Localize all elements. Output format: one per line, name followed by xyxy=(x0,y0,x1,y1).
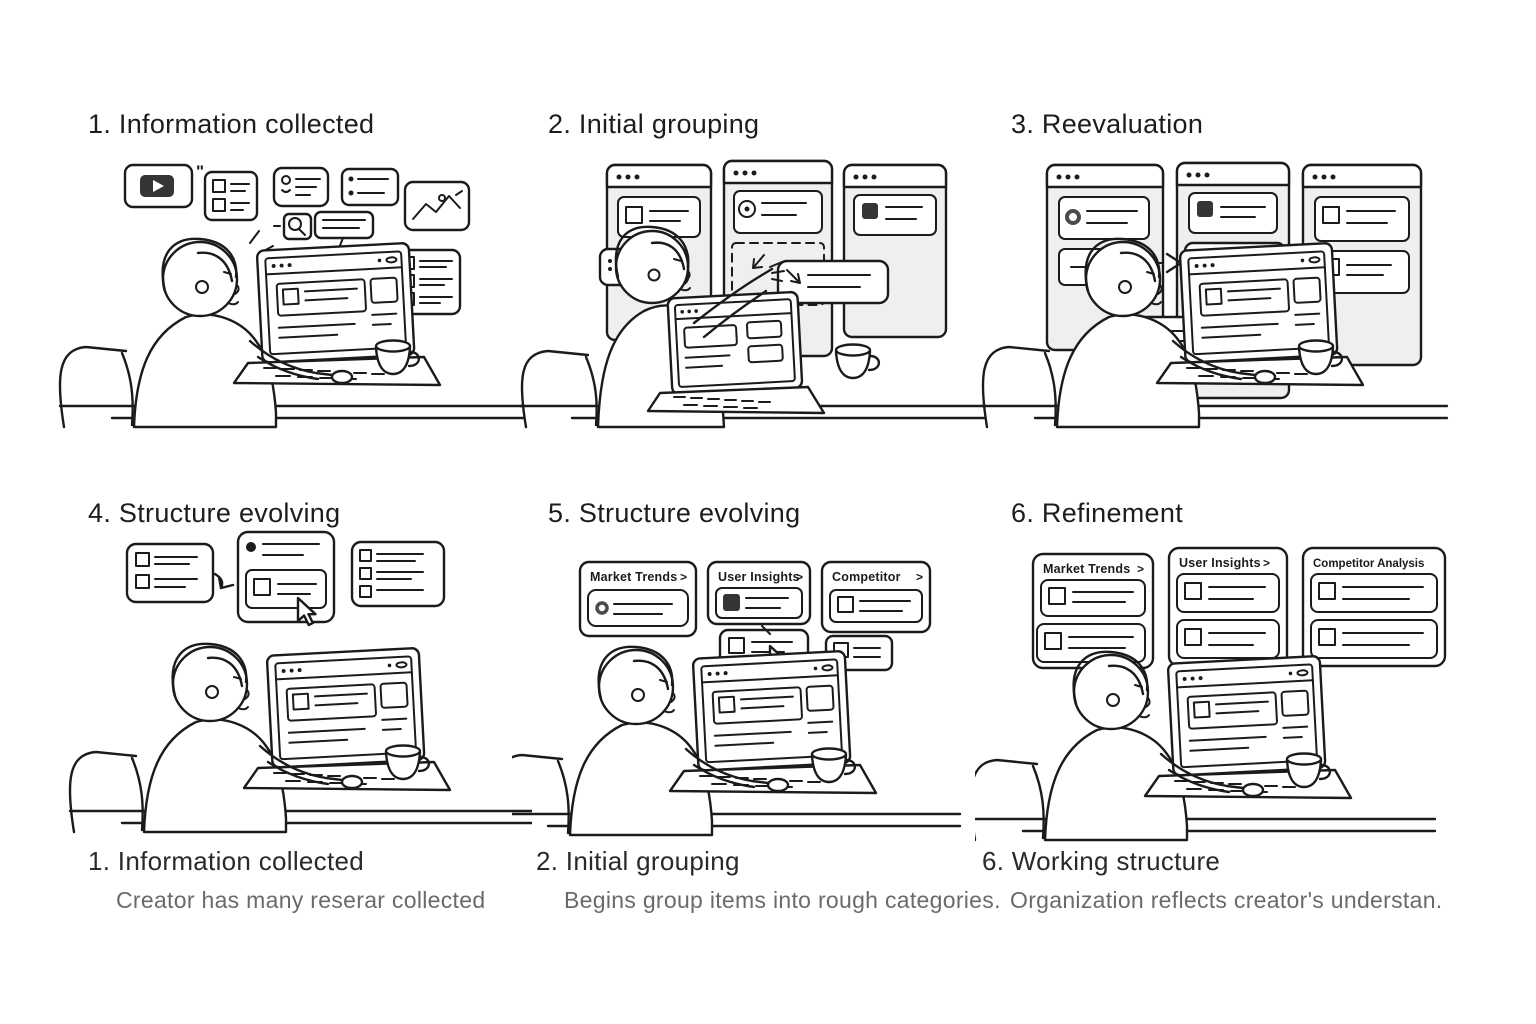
category-label: Competitor xyxy=(832,570,901,584)
raised-arm xyxy=(692,261,785,339)
panel-reevaluation: 3. Reevaluation xyxy=(975,95,1475,440)
chevron-right-icon: > xyxy=(796,570,803,584)
panel-6-title: 6. Refinement xyxy=(1011,498,1183,528)
floating-card-chart xyxy=(403,180,471,232)
person-at-laptop-scene xyxy=(512,647,960,835)
card-checklist-left xyxy=(125,542,215,604)
floating-card-bullets xyxy=(340,167,400,207)
category-label: Market Trends xyxy=(1043,562,1130,576)
laptop xyxy=(646,290,826,415)
category-label: User Insights xyxy=(718,570,800,584)
category-card-market-trends: Market Trends > xyxy=(1031,552,1155,670)
search-box-icon xyxy=(273,212,313,241)
chevron-right-icon: > xyxy=(916,570,923,584)
note-bubble xyxy=(313,210,375,249)
coffee-cup-icon xyxy=(834,343,881,380)
panel-1-illustration: " xyxy=(52,162,532,440)
panel-6-illustration: Market Trends > User Insights > xyxy=(975,546,1447,843)
category-card-user-insights: User Insights > xyxy=(1167,546,1289,668)
caption-title: 2. Initial grouping xyxy=(536,846,740,876)
panel-initial-grouping: 2. Initial grouping xyxy=(512,95,992,440)
chevron-right-icon: > xyxy=(1263,556,1270,570)
floating-card-checklist-small xyxy=(203,170,259,222)
category-card-competitor: Competitor > xyxy=(820,560,932,634)
card-checklist-right xyxy=(350,540,446,608)
chevron-right-icon: > xyxy=(1137,562,1144,576)
category-label: User Insights xyxy=(1179,556,1261,570)
panel-structure-evolving-4: 4. Structure evolving xyxy=(52,478,532,843)
category-card-user-insights: User Insights > xyxy=(706,560,812,626)
panel-information-collected: 1. Information collected " xyxy=(52,95,532,440)
panel-4-illustration xyxy=(52,530,532,843)
caption-information-collected: 1. Information collected Creator has man… xyxy=(88,846,485,914)
caption-subtitle: Creator has many reserar collected xyxy=(116,887,486,913)
dragged-card xyxy=(776,259,890,305)
person-at-laptop-scene xyxy=(70,644,532,832)
panel-5-illustration: Market Trends > User Insights > Competit… xyxy=(512,560,992,843)
browser-window-3 xyxy=(842,163,948,339)
caption-subtitle: Begins group items into rough categories… xyxy=(564,887,1001,913)
caption-working-structure: 6. Working structure Organization reflec… xyxy=(982,846,1442,914)
category-card-competitor-analysis: Competitor Analysis xyxy=(1301,546,1447,668)
caption-title: 6. Working structure xyxy=(982,846,1221,876)
floating-card-video: " xyxy=(123,162,204,209)
caption-subtitle: Organization reflects creator's understa… xyxy=(1010,887,1443,913)
merge-arrow xyxy=(213,572,235,590)
person-at-laptop-scene xyxy=(975,652,1435,840)
panel-1-title: 1. Information collected xyxy=(88,109,375,139)
panel-2-title: 2. Initial grouping xyxy=(548,109,760,139)
panel-4-title: 4. Structure evolving xyxy=(88,498,341,528)
panel-2-illustration xyxy=(518,159,986,429)
floating-card-profile xyxy=(272,166,330,208)
drop-arrow xyxy=(752,254,765,269)
category-label: Market Trends xyxy=(590,570,677,584)
quote-mark: " xyxy=(196,162,204,181)
caption-title: 1. Information collected xyxy=(88,846,365,876)
chair xyxy=(520,349,598,429)
card-group-middle xyxy=(236,530,336,627)
panel-5-title: 5. Structure evolving xyxy=(548,498,801,528)
panel-3-title: 3. Reevaluation xyxy=(1011,109,1204,139)
panel-refinement: 6. Refinement Market Trends > User Insig… xyxy=(975,478,1475,843)
caption-initial-grouping: 2. Initial grouping Begins group items i… xyxy=(536,846,1001,914)
category-card-market-trends: Market Trends > xyxy=(578,560,698,638)
chevron-right-icon: > xyxy=(680,570,687,584)
panel-3-illustration xyxy=(975,161,1475,440)
panel-structure-evolving-5: 5. Structure evolving Market Trends > Us… xyxy=(512,478,992,843)
category-label: Competitor Analysis xyxy=(1313,558,1424,570)
